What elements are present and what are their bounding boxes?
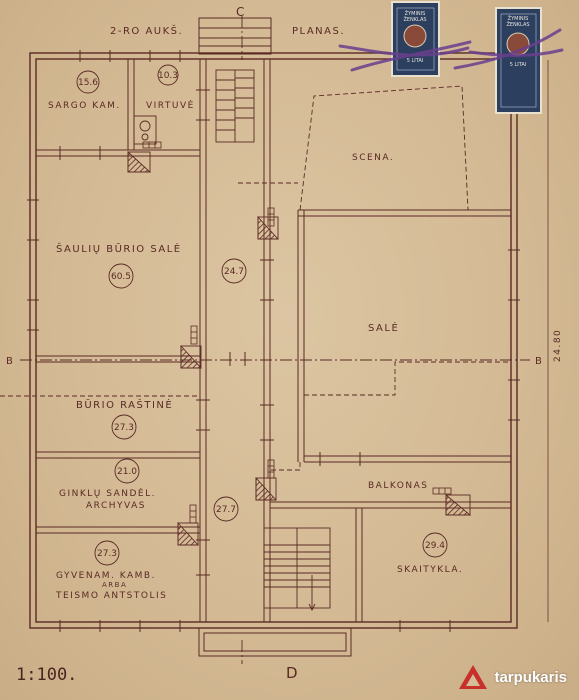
room-sargo-area: 15.6: [78, 78, 98, 88]
watermark: tarpukaris: [458, 664, 567, 690]
watermark-logo-icon: [459, 665, 488, 689]
room-gyvenam-name-2: ARBA: [102, 581, 127, 589]
watermark-text: tarpukaris: [494, 668, 567, 686]
room-sauliu-name: ŠAULIŲ BŪRIO SALĖ: [56, 242, 182, 255]
room-sargo-name: SARGO KAM.: [48, 101, 121, 111]
room-virtuve-area: 10.3: [158, 71, 178, 81]
room-gyvenam-name-3: TEISMO ANTSTOLIS: [55, 591, 167, 601]
room-virtuve-name: VIRTUVĖ: [146, 100, 195, 111]
room-skaitykla-name: SKAITYKLA.: [397, 565, 463, 575]
plan-title-left: 2-RO AUKŠ.: [110, 24, 183, 37]
axis-mark-right: B: [535, 356, 543, 367]
stamp-2-line1: ŽYMINIS: [508, 14, 529, 22]
room-rastine-name: BŪRIO RAŠTINĖ: [76, 398, 173, 411]
revenue-stamp-1: ŽYMINIS ŽENKLAS 5 LITAI: [391, 1, 440, 77]
stamp-1-emblem: [403, 24, 427, 48]
room-rastine-area: 27.3: [114, 423, 134, 433]
stamp-1-value: 5 LITAI: [407, 58, 424, 64]
stamp-1-line1: ŽYMINIS: [405, 9, 426, 17]
room-ginklu-name-2: ARCHYVAS: [86, 501, 146, 511]
stamp-1-line2: ŽENKLAS: [403, 15, 426, 23]
drawing-scale: 1:100.: [16, 665, 77, 685]
room-gyvenam-name-1: GYVENAM. KAMB.: [56, 571, 156, 581]
room-scena-name: SCENA.: [352, 153, 394, 163]
top-stair-block: [198, 17, 272, 55]
windows: [27, 50, 520, 632]
room-sale-name: SALĖ: [368, 321, 399, 334]
stamp-cancellation-marks: [338, 28, 564, 72]
kitchen-range: [133, 115, 157, 145]
axis-mark-top: C: [236, 5, 246, 19]
corridor-upper-area: 24.7: [224, 267, 244, 277]
axis-mark-bottom: D: [286, 664, 299, 682]
dashed-outlines: [0, 85, 511, 471]
plan-title-right: PLANAS.: [292, 26, 345, 37]
room-ginklu-area: 21.0: [117, 467, 137, 477]
room-gyvenam-area: 27.3: [97, 549, 117, 559]
upper-stairwell: [215, 69, 255, 143]
area-circles: [76, 64, 448, 566]
lower-stairwell: [263, 527, 331, 612]
stoves: [127, 150, 472, 546]
bottom-balcony-block: [198, 627, 352, 657]
room-skaitykla-area: 29.4: [425, 541, 445, 551]
room-sauliu-area: 60.5: [111, 272, 131, 282]
room-ginklu-name-1: GINKLŲ SANDĖL.: [59, 488, 156, 499]
revenue-stamp-2: ŽYMINIS ŽENKLAS 5 LITAI: [495, 7, 542, 114]
axis-mark-left: B: [6, 356, 14, 367]
room-balkonas-name: BALKONAS: [368, 481, 428, 491]
interior-walls: [36, 59, 511, 622]
corridor-lower-area: 27.7: [216, 505, 236, 515]
chimney-flues: [142, 141, 452, 524]
stamp-2-line2: ŽENKLAS: [506, 20, 529, 28]
stamp-2-value: 5 LITAI: [510, 62, 527, 68]
dimension-label: 24.80: [553, 329, 563, 362]
